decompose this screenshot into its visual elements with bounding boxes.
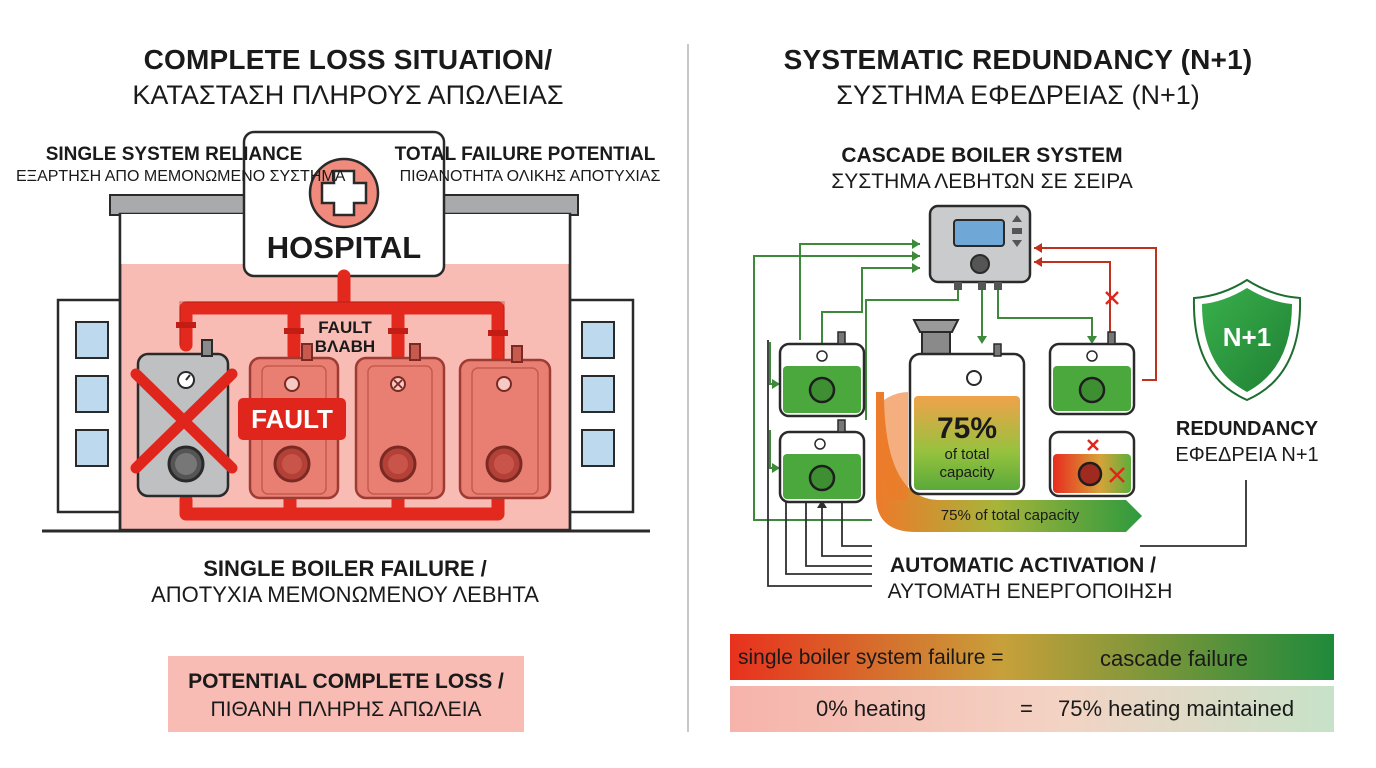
capacity-line-1: of total — [944, 446, 990, 463]
hospital-label: HOSPITAL — [266, 230, 422, 265]
controller-icon — [928, 204, 1032, 290]
fault-badge: FAULT — [251, 404, 333, 434]
boiler-3 — [354, 343, 446, 500]
capacity-line-2: capacity — [939, 464, 995, 481]
left-title: COMPLETE LOSS SITUATION/ — [143, 44, 553, 75]
comparison-bar-1 — [730, 634, 1334, 680]
gauge-icon — [1086, 350, 1098, 362]
fault-badge-box — [238, 398, 346, 440]
failed-boiler — [130, 339, 238, 498]
gauge-icon — [816, 350, 828, 362]
gauge-icon — [814, 438, 826, 450]
gauge-icon — [966, 370, 982, 386]
left-subtitle: ΚΑΤΑΣΤΑΣΗ ΠΛΗΡΟΥΣ ΑΠΩΛΕΙΑΣ — [132, 80, 564, 110]
redundancy-subtitle: ΕΦΕΔΡΕΙΑ N+1 — [1175, 444, 1319, 466]
cascade-title: CASCADE BOILER SYSTEM — [841, 144, 1123, 167]
row1-right: cascade failure — [1100, 646, 1248, 671]
fault-label-en: FAULT — [318, 318, 372, 337]
boiler-4 — [458, 345, 552, 500]
gauge-icon — [284, 376, 300, 392]
activation-title: AUTOMATIC ACTIVATION / — [890, 554, 1156, 577]
cross-mark-icon — [1105, 291, 1119, 305]
row2-equals: = — [1020, 696, 1033, 721]
capacity-percent: 75% — [936, 412, 998, 445]
row2-right: 75% heating maintained — [1058, 696, 1295, 721]
row2-left: 0% heating — [816, 696, 927, 721]
activation-subtitle: ΑΥΤΟΜΑΤΗ ΕΝΕΡΓΟΠΟΙΗΣΗ — [887, 580, 1173, 603]
boiler-failure-title: SINGLE BOILER FAILURE / — [203, 556, 487, 581]
cascade-subtitle: ΣΥΣΤΗΜΑ ΛΕΒΗΤΩΝ ΣΕ ΣΕΙΡΑ — [831, 170, 1133, 193]
potential-loss-subtitle: ΠΙΘΑΝΗ ΠΛΗΡΗΣ ΑΠΩΛΕΙΑ — [210, 698, 482, 721]
failure-title: TOTAL FAILURE POTENTIAL — [394, 144, 656, 165]
gauge-icon — [496, 376, 512, 392]
capacity-arrow — [876, 392, 1142, 532]
right-subtitle: ΣΥΣΤΗΜΑ ΕΦΕΔΡΕΙΑΣ (N+1) — [836, 80, 1200, 110]
reliance-title: SINGLE SYSTEM RELIANCE — [45, 144, 303, 165]
control-lines — [753, 243, 1093, 521]
cross-mark-icon — [1087, 439, 1125, 483]
comparison-bar-2 — [730, 686, 1334, 732]
boiler-green-3 — [1048, 331, 1136, 416]
boiler-green-2 — [778, 419, 866, 504]
potential-loss-title: POTENTIAL COMPLETE LOSS / — [188, 670, 504, 693]
reliance-subtitle: ΕΞΑΡΤΗΣΗ ΑΠΟ ΜΕΜΟΝΩΜΕΝΟ ΣΥΣΤΗΜΑ — [16, 168, 346, 185]
fault-label-gr: ΒΛΑΒΗ — [314, 337, 376, 356]
boiler-main — [908, 319, 1026, 496]
redundancy-title: REDUNDANCY — [1175, 418, 1319, 440]
boiler-green-1 — [778, 331, 866, 418]
boiler-failure-subtitle: ΑΠΟΤΥΧΙΑ ΜΕΜΟΝΩΜΕΝΟΥ ΛΕΒΗΤΑ — [151, 582, 539, 607]
boiler-failed-right — [1048, 430, 1136, 498]
right-title: SYSTEMATIC REDUNDANCY (N+1) — [783, 44, 1253, 75]
shield-icon — [1192, 278, 1302, 402]
row1-left: single boiler system failure = — [738, 646, 1004, 669]
shield-label: N+1 — [1222, 322, 1272, 352]
potential-loss-box — [168, 656, 524, 732]
capacity-arrow-label: 75% of total capacity — [940, 507, 1080, 524]
cross-mark-icon — [130, 368, 238, 474]
failure-subtitle: ΠΙΘΑΝΟΤΗΤΑ ΟΛΙΚΗΣ ΑΠΟΤΥΧΙΑΣ — [399, 168, 661, 185]
